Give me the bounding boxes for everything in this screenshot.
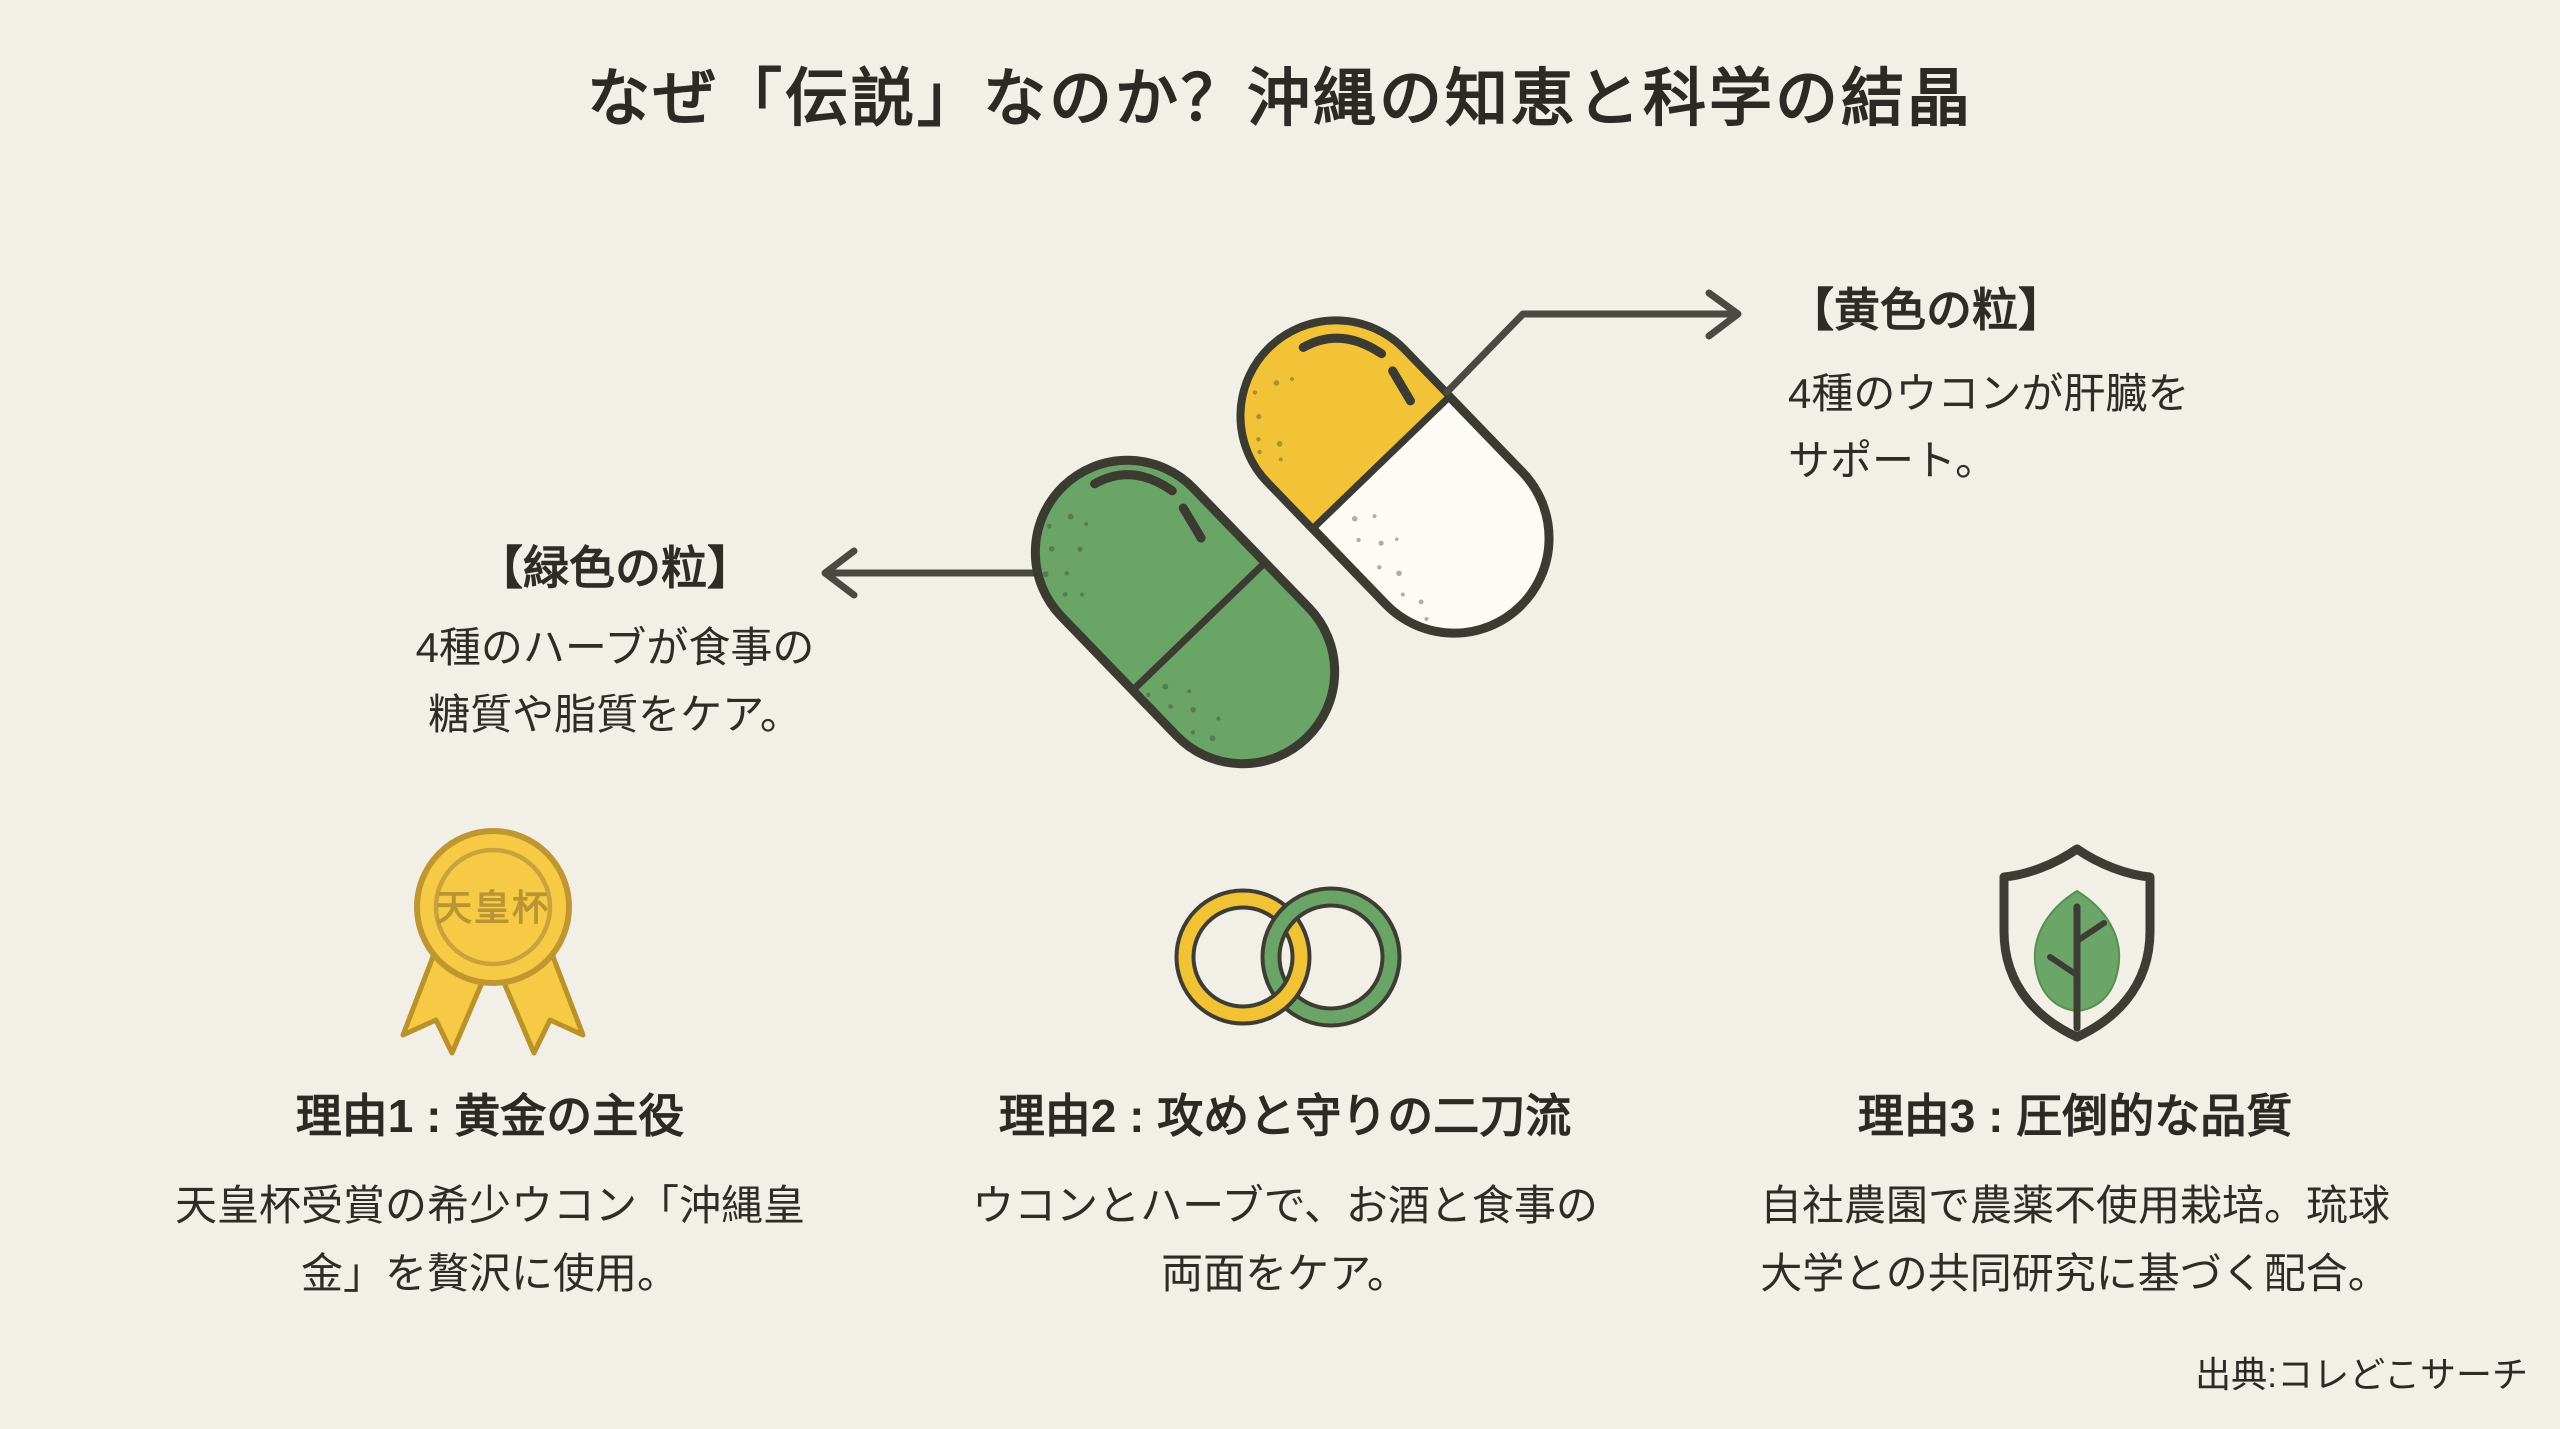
white-half-speckles: [1351, 514, 1429, 621]
yellow-capsule-label: 【黄色の粒】 4種のウコンが肝臓を サポート。: [1788, 282, 2348, 494]
green-capsule-label-line1: 4種のハーブが食事の: [415, 623, 815, 671]
yellow-capsule-label-line2: サポート。: [1788, 436, 1998, 484]
reason-3-line1: 自社農園で農薬不使用栽培。琉球: [1759, 1182, 2390, 1229]
green-ring: [1260, 886, 1402, 1028]
shield-outline: [1999, 844, 2155, 1042]
page-title: なぜ「伝説」なのか？沖縄の知恵と科学の結晶: [587, 64, 1973, 134]
green-capsule-label: 【緑色の粒】 4種のハーブが食事の 糖質や脂質をケア。: [415, 540, 815, 748]
reason-2: 理由2 : 攻めと守りの二刀流 ウコンとハーブで、お酒と食事の 両面をケア。: [895, 1080, 1675, 1308]
reason-2-line2: 両面をケア。: [1161, 1250, 1409, 1298]
yellow-ring: [1174, 888, 1312, 1026]
yellow-capsule-highlight: [1298, 333, 1387, 359]
reason-1: 理由1 : 黄金の主役 天皇杯受賞の希少ウコン「沖縄皇 金」を贅沢に使用。: [100, 1080, 880, 1308]
reason-3-line2: 大学との共同研究に基づく配合。: [1760, 1250, 2390, 1298]
right-arrow: [1443, 289, 1742, 396]
green-capsule-label-line2: 糖質や脂質をケア。: [428, 690, 802, 738]
reason-3: 理由3 : 圧倒的な品質 自社農園で農薬不使用栽培。琉球 大学との共同研究に基づ…: [1685, 1080, 2465, 1308]
source-credit: 出典:コレどこサーチ: [2195, 1354, 2528, 1395]
reason-3-heading: 理由3 : 圧倒的な品質: [1857, 1090, 2293, 1142]
reason-1-line1: 天皇杯受賞の希少ウコン「沖縄皇: [174, 1182, 805, 1229]
green-capsule-speckles: [1031, 513, 1242, 766]
shield-leaf-icon: [1999, 844, 2155, 1042]
medal-text: 天皇杯: [436, 887, 550, 928]
left-arrow: [821, 547, 1064, 599]
green-capsule: [1030, 455, 1340, 769]
leaf-veins: [2047, 903, 2107, 1032]
green-capsule-highlight: [1090, 470, 1177, 496]
yellow-capsule: [1236, 316, 1554, 638]
yellow-capsule-label-line1: 4種のウコンが肝臓を: [1788, 369, 2190, 417]
reason-2-heading: 理由2 : 攻めと守りの二刀流: [998, 1090, 1572, 1142]
award-medal-icon: 天皇杯: [400, 828, 586, 1056]
yellow-capsule-speckles: [1252, 377, 1295, 462]
interlocking-rings-icon: [1174, 886, 1402, 1028]
green-capsule-label-heading: 【緑色の粒】: [477, 542, 753, 594]
yellow-capsule-label-heading: 【黄色の粒】: [1788, 284, 2064, 336]
reason-1-line2: 金」を贅沢に使用。: [300, 1250, 679, 1298]
reason-2-line1: ウコンとハーブで、お酒と食事の: [972, 1182, 1598, 1229]
reason-1-heading: 理由1 : 黄金の主役: [295, 1090, 685, 1142]
